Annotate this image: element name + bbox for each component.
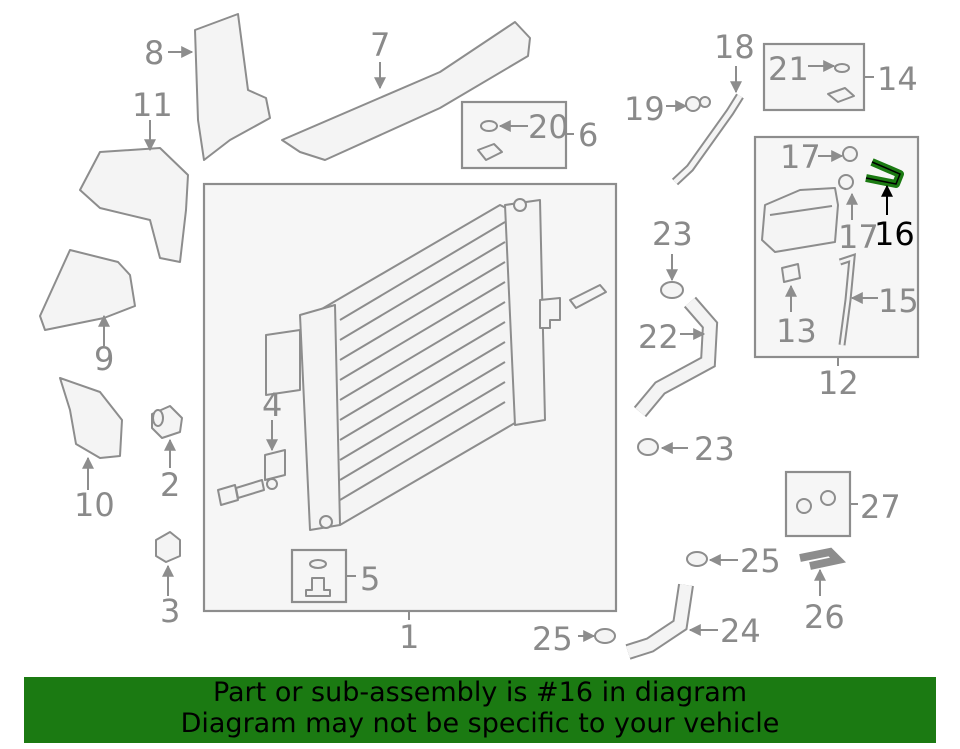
leader-lines [82, 46, 893, 642]
label-23-lower: 23 [694, 430, 735, 468]
label-8: 8 [144, 34, 164, 72]
air-guide-11[interactable] [79, 147, 189, 263]
clamp-25-lower[interactable] [594, 628, 616, 644]
hose-26[interactable] [799, 547, 847, 570]
label-6: 6 [578, 116, 598, 154]
label-3: 3 [160, 592, 180, 630]
clamp-27[interactable] [796, 490, 836, 514]
radiator-support-7[interactable] [281, 21, 531, 161]
part-27-box [784, 470, 852, 538]
label-25-upper: 25 [740, 542, 781, 580]
clamp-25-upper[interactable] [686, 551, 708, 567]
banner-line-2: Diagram may not be specific to your vehi… [180, 708, 780, 739]
seal-21[interactable] [827, 63, 855, 103]
label-20: 20 [528, 108, 569, 146]
label-9: 9 [94, 340, 114, 378]
label-23-upper: 23 [652, 215, 693, 253]
label-25-lower: 25 [532, 620, 573, 658]
part-6-box [460, 100, 568, 170]
label-17-upper: 17 [780, 138, 821, 176]
air-deflector-8[interactable] [194, 13, 271, 161]
reservoir-12[interactable] [761, 187, 839, 253]
hose-16[interactable] [865, 158, 904, 188]
label-7: 7 [370, 26, 390, 64]
label-24: 24 [720, 612, 761, 650]
cap-13[interactable] [781, 263, 801, 283]
label-14: 14 [877, 60, 918, 98]
label-27: 27 [860, 488, 901, 526]
label-16: 16 [874, 215, 915, 253]
label-17-lower: 17 [838, 218, 879, 256]
label-18: 18 [714, 28, 755, 66]
label-21: 21 [768, 50, 809, 88]
label-22: 22 [638, 318, 679, 356]
label-26: 26 [804, 598, 845, 636]
clamp-17[interactable] [838, 146, 858, 190]
radiator-part[interactable] [265, 198, 607, 531]
seal-20[interactable] [477, 120, 503, 161]
label-19: 19 [624, 90, 665, 128]
clamp-23-upper[interactable] [660, 281, 684, 299]
bracket-10[interactable] [59, 377, 123, 459]
info-banner: Part or sub-assembly is #16 in diagram D… [24, 677, 936, 743]
bolt-left[interactable] [217, 479, 265, 506]
label-12: 12 [818, 364, 859, 402]
clamp-19[interactable] [685, 96, 711, 112]
clamp-23-lower[interactable] [637, 438, 659, 456]
banner-line-1: Part or sub-assembly is #16 in diagram [212, 677, 748, 708]
bushing-2[interactable] [151, 405, 183, 439]
label-2: 2 [160, 466, 180, 504]
label-10: 10 [74, 486, 115, 524]
bracket-4[interactable] [264, 449, 286, 490]
label-5: 5 [360, 560, 380, 598]
deflector-9[interactable] [39, 249, 136, 331]
grommet-5[interactable] [305, 559, 331, 597]
label-15: 15 [878, 282, 919, 320]
label-13: 13 [776, 312, 817, 350]
insulator-3[interactable] [155, 531, 181, 563]
label-4: 4 [262, 386, 282, 424]
label-1: 1 [399, 618, 419, 656]
callout-labels: 1 2 3 4 5 6 7 8 9 10 11 12 13 14 16 15 1… [74, 26, 919, 658]
label-11: 11 [132, 86, 173, 124]
